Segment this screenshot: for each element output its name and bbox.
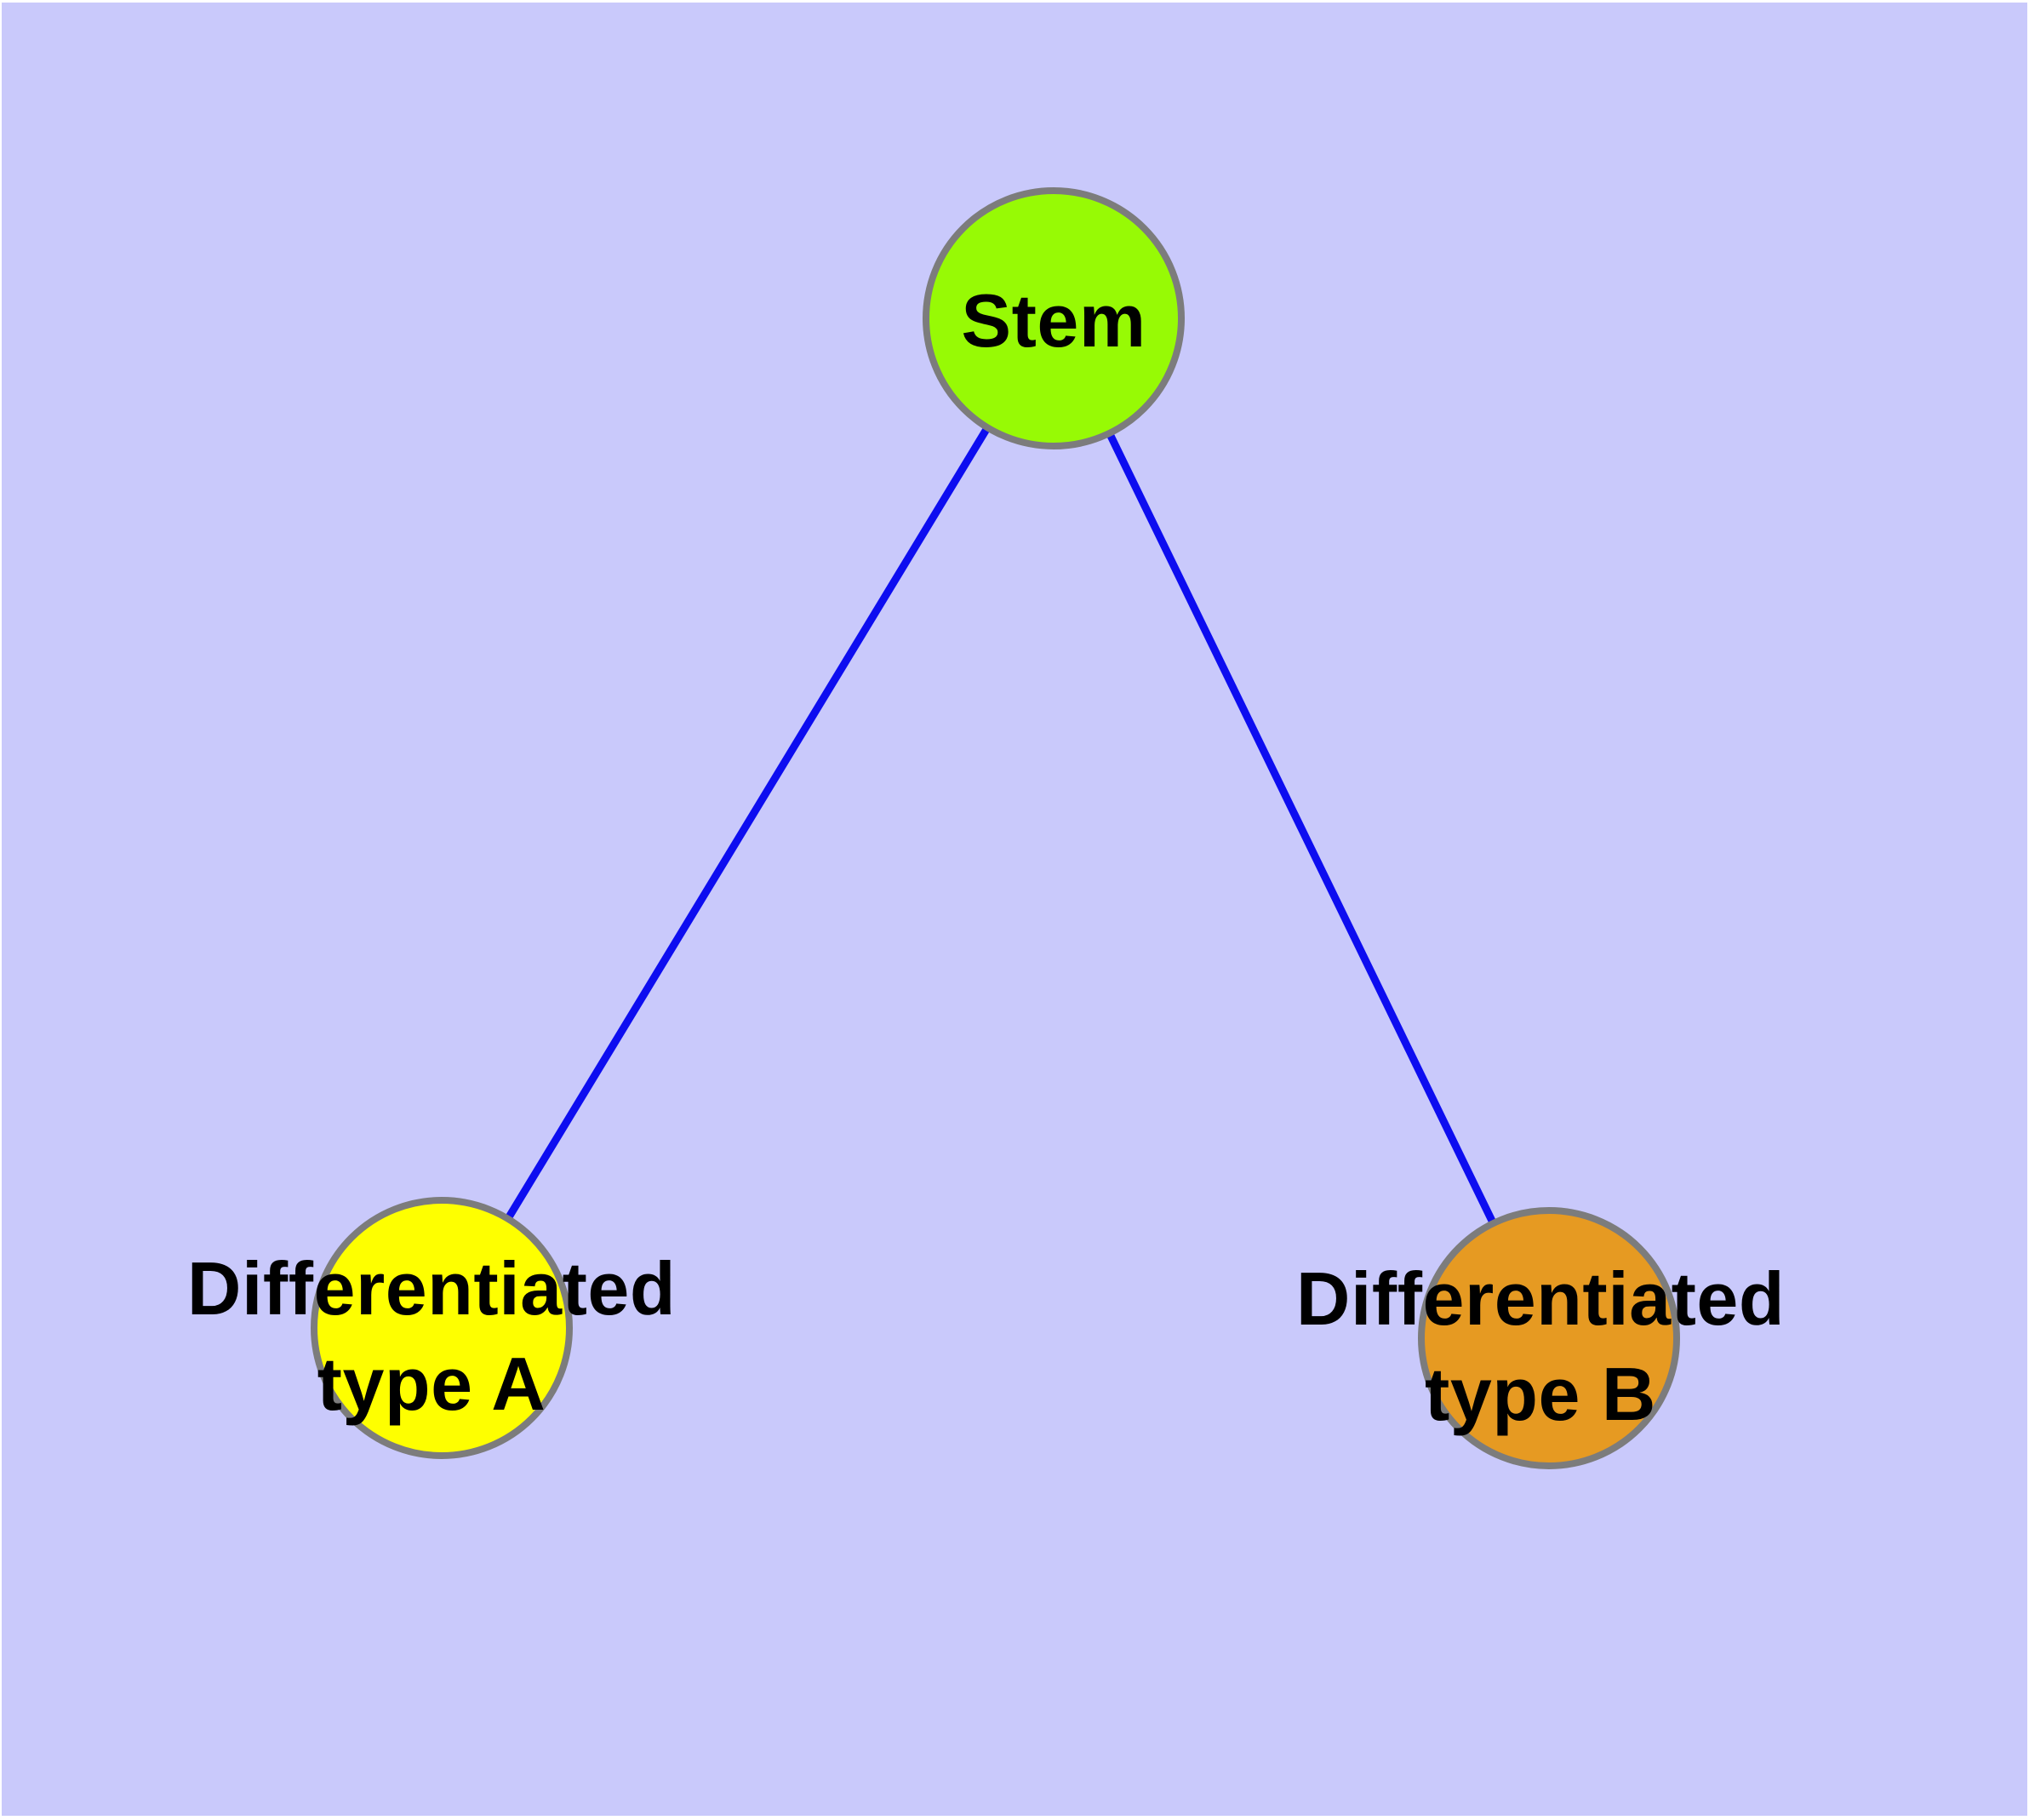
node-stem-label: Stem bbox=[961, 278, 1146, 363]
node-type-a-label: Differentiated type A bbox=[186, 1246, 677, 1426]
node-type-a-circle bbox=[311, 1197, 573, 1459]
edge-stem-to-type-a bbox=[438, 316, 1057, 1331]
node-stem-circle bbox=[923, 187, 1185, 449]
node-type-b-label: Differentiated type B bbox=[1295, 1256, 1786, 1436]
node-type-b-circle bbox=[1418, 1207, 1680, 1469]
edge-stem-to-type-b bbox=[1049, 317, 1553, 1340]
